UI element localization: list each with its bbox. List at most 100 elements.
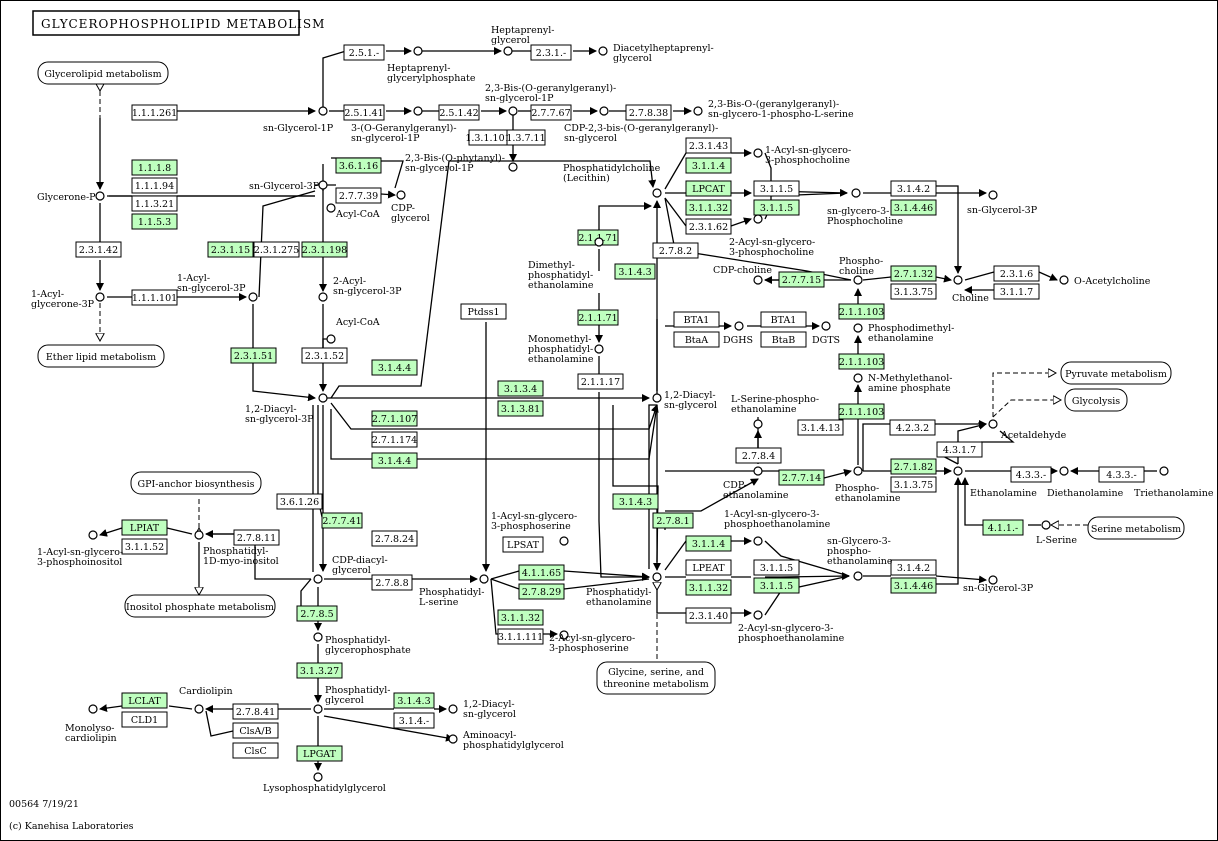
enzyme-box[interactable]: [612, 493, 659, 510]
compound-node[interactable]: [318, 292, 328, 302]
compound-node[interactable]: [853, 571, 863, 581]
enzyme-3-1-3-4[interactable]: 3.1.3.4: [497, 380, 544, 397]
map-link-serine-metabolism[interactable]: Serine metabolism: [1087, 516, 1185, 540]
compound-node[interactable]: [559, 536, 569, 546]
map-link-box[interactable]: [1064, 388, 1128, 412]
compound-node[interactable]: [88, 704, 98, 714]
compound-sn-glycero-3-phospho-ethanolamine[interactable]: sn-Glycero-3-phospho-ethanolamine: [827, 536, 893, 581]
compound-acyl-coa[interactable]: Acyl-CoA: [326, 317, 380, 344]
enzyme-2-7-8-29[interactable]: 2.7.8.29: [518, 583, 565, 600]
compound-1-2-diacyl-sn-glycerol[interactable]: 1,2-Diacyl-sn-glycerol: [652, 390, 717, 411]
enzyme-box[interactable]: [371, 574, 413, 591]
enzyme-box[interactable]: [530, 104, 572, 121]
enzyme-3-1-4-4[interactable]: 3.1.4.4: [371, 359, 418, 376]
compound-cdp-2-3-bis-o-geranylgeranyl-sn-glycerol[interactable]: CDP-2,3-bis-(O-geranylgeranyl)-sn-glycer…: [564, 106, 718, 144]
compound-node[interactable]: [313, 574, 323, 584]
enzyme-box[interactable]: [993, 265, 1040, 282]
map-link-inositol-phosphate-metabolism[interactable]: Inositol phosphate metabolism: [124, 594, 276, 618]
compounds[interactable]: Heptaprenyl-glycerolDiacetylheptaprenyl-…: [31, 25, 1214, 794]
enzyme-clsc[interactable]: ClsC: [232, 742, 279, 759]
enzyme-box[interactable]: [685, 218, 732, 235]
compound-n-methylethanol-amine-phosphate[interactable]: N-Methylethanol-amine phosphate: [853, 373, 953, 394]
enzyme-2-7-8-11[interactable]: 2.7.8.11: [233, 529, 280, 546]
compound-node[interactable]: [503, 46, 513, 56]
enzyme-3-1-4-2[interactable]: 3.1.4.2: [890, 559, 937, 576]
enzyme-box[interactable]: [530, 44, 572, 61]
enzyme-box[interactable]: [685, 180, 732, 197]
enzyme-box[interactable]: [614, 263, 656, 280]
enzyme-2-3-1-275[interactable]: 2.3.1.275: [253, 241, 300, 258]
enzyme-2-7-7-14[interactable]: 2.7.7.14: [778, 469, 825, 486]
compound-choline[interactable]: Choline: [952, 275, 989, 304]
enzyme-box[interactable]: [371, 410, 418, 427]
enzyme-box[interactable]: [685, 157, 732, 174]
enzyme-box[interactable]: [460, 303, 507, 320]
compound-1-acyl-sn-glycerol-3p[interactable]: 1-Acyl-sn-glycerol-3P: [177, 273, 258, 302]
enzyme-box[interactable]: [296, 662, 343, 679]
compound-node[interactable]: [853, 323, 863, 333]
compound-sn-glycerol-1p[interactable]: sn-Glycerol-1P: [263, 106, 334, 134]
enzyme-2-1-1-103[interactable]: 2.1.1.103: [838, 353, 885, 370]
enzyme-box[interactable]: [753, 559, 800, 576]
compound-node[interactable]: [734, 321, 744, 331]
enzyme-box[interactable]: [890, 476, 937, 493]
compound-node[interactable]: [753, 275, 763, 285]
compound-node[interactable]: [413, 46, 423, 56]
enzyme-2-1-1-17[interactable]: 2.1.1.17: [577, 373, 624, 390]
map-link-glycerolipid-metabolism[interactable]: Glycerolipid metabolism: [37, 61, 169, 85]
compound-1-acyl-sn-glycero-3-phosphoinositol[interactable]: 1-Acyl-sn-glycero-3-phosphoinositol: [37, 530, 123, 568]
enzyme-box[interactable]: [232, 722, 279, 739]
enzyme-box[interactable]: [371, 452, 418, 469]
compound-node[interactable]: [598, 46, 608, 56]
compound-1-2-diacyl-sn-glycerol[interactable]: 1,2-Diacyl-sn-glycerol: [448, 699, 516, 720]
compound-node[interactable]: [953, 275, 963, 285]
enzyme-3-1-1-5[interactable]: 3.1.1.5: [753, 577, 800, 594]
compound-node[interactable]: [413, 106, 423, 116]
enzyme-1-1-3-21[interactable]: 1.1.3.21: [131, 195, 178, 212]
enzyme-2-1-1-103[interactable]: 2.1.1.103: [838, 303, 885, 320]
enzyme-2-7-1-107[interactable]: 2.7.1.107: [371, 410, 418, 427]
compound-1-acyl-sn-glycero-3-phosphoserine[interactable]: 1-Acyl-sn-glycero-3-phosphoserine: [491, 511, 577, 546]
enzyme-4-1-1[interactable]: 4.1.1.-: [982, 519, 1024, 536]
compound-node[interactable]: [479, 574, 489, 584]
enzyme-box[interactable]: [121, 538, 168, 555]
compound-node[interactable]: [753, 466, 763, 476]
enzyme-2-3-1-198[interactable]: 2.3.1.198: [301, 241, 348, 258]
enzyme-box[interactable]: [1010, 466, 1052, 483]
enzyme-2-3-1-6[interactable]: 2.3.1.6: [993, 265, 1040, 282]
enzyme-2-3-1-52[interactable]: 2.3.1.52: [301, 347, 348, 364]
enzyme-box[interactable]: [685, 535, 732, 552]
compound-node[interactable]: [448, 704, 458, 714]
enzyme-3-1-1-7[interactable]: 3.1.1.7: [993, 283, 1040, 300]
compound-node[interactable]: [313, 632, 323, 642]
compound-node[interactable]: [988, 575, 998, 585]
enzyme-3-6-1-16[interactable]: 3.6.1.16: [335, 157, 382, 174]
compound-node[interactable]: [194, 530, 204, 540]
compound-node[interactable]: [1159, 466, 1169, 476]
enzyme-box[interactable]: [296, 745, 343, 762]
enzyme-box[interactable]: [838, 403, 885, 420]
enzyme-box[interactable]: [652, 512, 694, 529]
map-link-box[interactable]: [37, 344, 165, 368]
compound-dghs[interactable]: DGHS: [723, 321, 753, 346]
compound-diacetylheptaprenyl-glycerol[interactable]: Diacetylheptaprenyl-glycerol: [598, 43, 714, 64]
enzyme-box[interactable]: [890, 199, 937, 216]
enzyme-2-3-1[interactable]: 2.3.1.-: [530, 44, 572, 61]
enzyme-3-1-1-5[interactable]: 3.1.1.5: [753, 559, 800, 576]
compound-phosphatidyl-l-serine[interactable]: Phosphatidyl-L-serine: [419, 574, 489, 608]
enzyme-box[interactable]: [673, 331, 720, 348]
compound-cdp-diacyl-glycerol[interactable]: CDP-diacyl-glycerol: [313, 555, 388, 584]
map-link-box[interactable]: [130, 471, 262, 495]
enzyme-2-7-1-32[interactable]: 2.7.1.32: [890, 265, 937, 282]
enzyme-2-3-1-62[interactable]: 2.3.1.62: [685, 218, 732, 235]
enzyme-2-7-8-2[interactable]: 2.7.8.2: [652, 242, 699, 259]
enzyme-3-1-1-4[interactable]: 3.1.1.4: [685, 157, 732, 174]
enzyme-3-1-3-75[interactable]: 3.1.3.75: [890, 283, 937, 300]
enzyme-box[interactable]: [131, 177, 178, 194]
enzyme-box[interactable]: [685, 199, 732, 216]
enzyme-box[interactable]: [253, 241, 300, 258]
map-link-box[interactable]: [1087, 516, 1185, 540]
map-link-gpi-anchor-biosynthesis[interactable]: GPI-anchor biosynthesis: [130, 471, 262, 495]
enzyme-box[interactable]: [502, 536, 544, 553]
enzyme-lpcat[interactable]: LPCAT: [685, 180, 732, 197]
